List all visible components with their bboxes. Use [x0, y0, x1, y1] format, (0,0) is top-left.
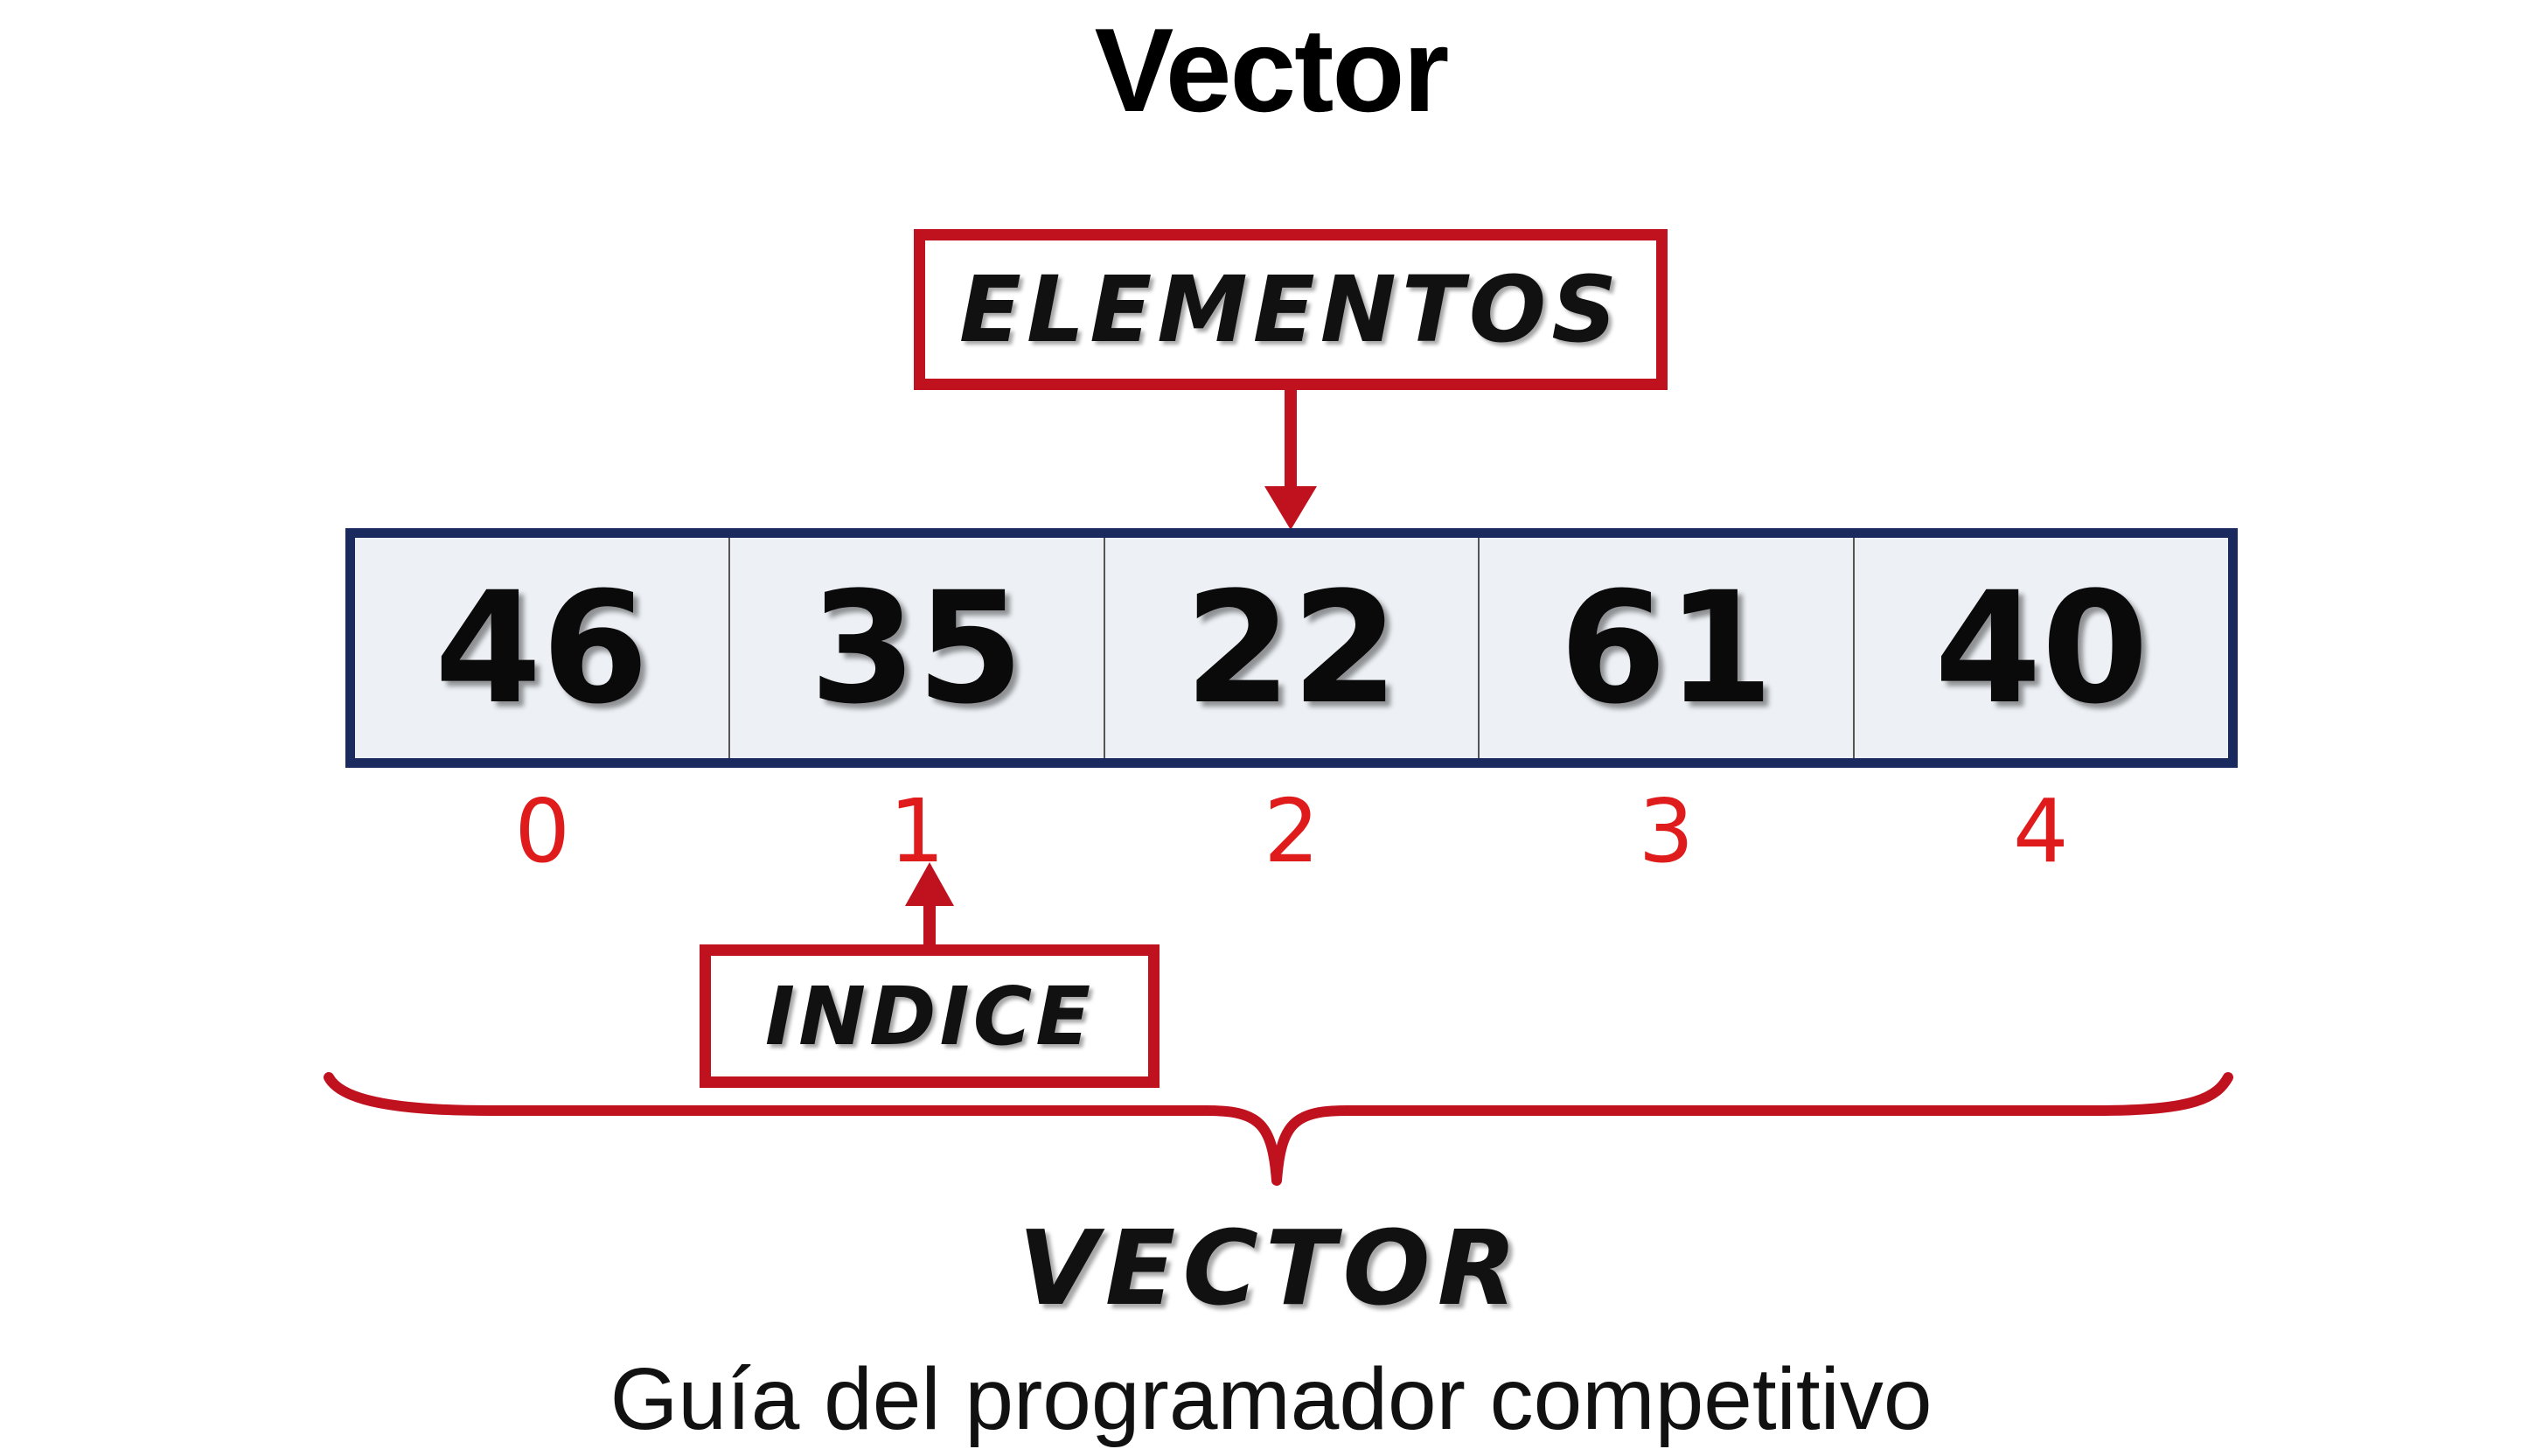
elementos-label-box: ELEMENTOS	[914, 229, 1668, 390]
vector-label: VECTOR	[1018, 1208, 1524, 1328]
elementos-label: ELEMENTOS	[958, 256, 1623, 363]
elementos-arrow	[1264, 390, 1317, 530]
subtitle: Guía del programador competitivo	[609, 1350, 1933, 1448]
cell-index: 2	[1264, 779, 1320, 882]
cell-index: 3	[1638, 779, 1695, 882]
vector-cell: 40	[1934, 558, 2149, 738]
vector-cell: 46	[355, 538, 730, 758]
vector-array: 46 35 22 61 40	[345, 528, 2238, 768]
vector-cell: 61	[1480, 538, 1856, 758]
cell-index: 0	[514, 779, 571, 882]
vector-cell: 35	[730, 538, 1105, 758]
vector-brace	[324, 1072, 2233, 1186]
cell-index: 4	[2013, 779, 2069, 882]
cell-index: 1	[888, 779, 945, 882]
index-row: 0 1 2 3 4	[355, 770, 2228, 892]
page-title: Vector	[1094, 3, 1450, 136]
indice-label: INDICE	[764, 969, 1095, 1063]
vector-cell: 22	[1105, 538, 1480, 758]
indice-label-box: INDICE	[700, 944, 1160, 1088]
